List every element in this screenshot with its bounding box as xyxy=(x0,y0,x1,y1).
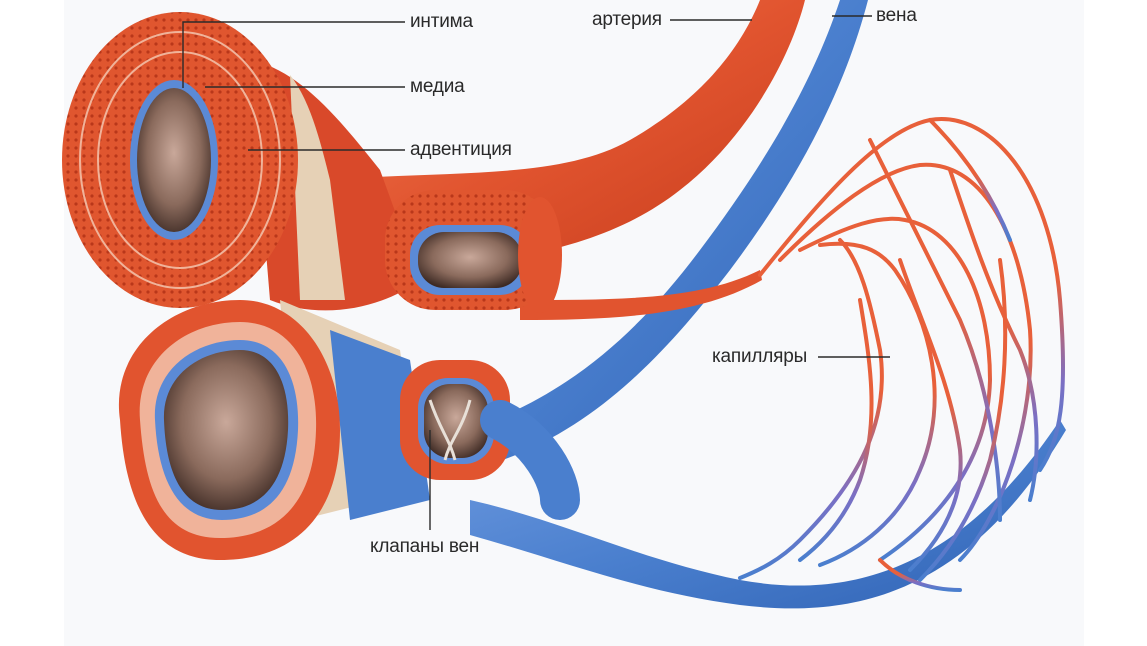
label-valves: клапаны вен xyxy=(370,536,480,557)
leader-lines xyxy=(182,15,890,530)
artery-cross-section xyxy=(62,12,298,308)
vein-cross-section xyxy=(118,300,340,560)
label-media: медиа xyxy=(410,76,465,97)
right-margin xyxy=(1084,0,1147,646)
capillary-network xyxy=(738,117,1066,592)
leader-intima xyxy=(182,21,405,88)
left-margin xyxy=(0,0,64,646)
label-adventitia: адвентиция xyxy=(410,139,512,160)
label-artery: артерия xyxy=(592,9,662,30)
label-vein: вена xyxy=(876,5,917,26)
label-capillaries: капилляры xyxy=(712,346,808,367)
label-intima: интима xyxy=(410,11,473,32)
